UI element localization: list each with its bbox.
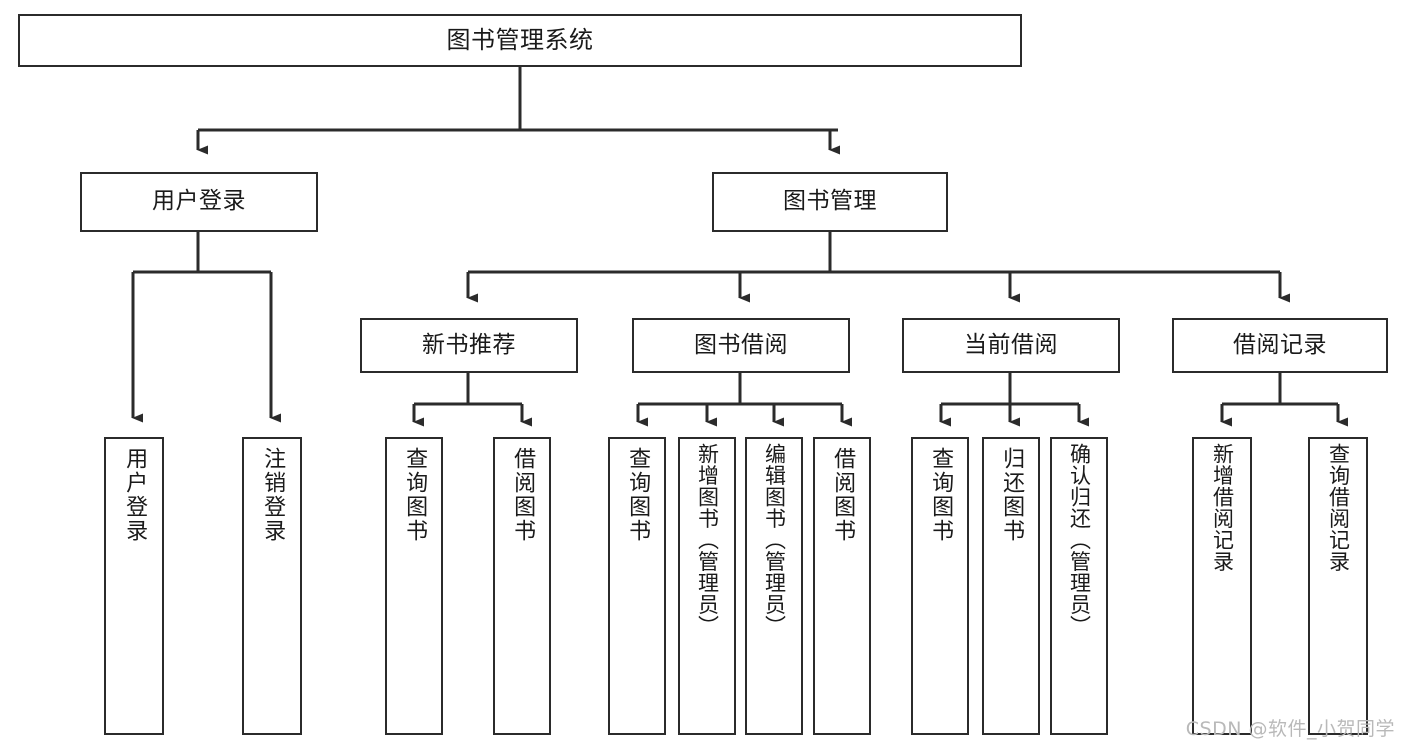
node-book-borrowing[interactable]: 图书借阅 [632, 318, 850, 373]
leaf-confirm-return-admin[interactable]: 确认归还（管理员） [1050, 437, 1108, 735]
leaf-add-borrow-record[interactable]: 新增借阅记录 [1192, 437, 1252, 735]
node-label: 查询图书 [402, 447, 428, 543]
leaf-query-books-current[interactable]: 查询图书 [911, 437, 969, 735]
node-label: 用户登录 [152, 188, 246, 215]
node-label: 新增借阅记录 [1210, 443, 1235, 572]
node-label: 编辑图书（管理员） [762, 443, 787, 637]
node-label: 图书管理 [783, 188, 877, 215]
node-book-management[interactable]: 图书管理 [712, 172, 948, 232]
leaf-return-books[interactable]: 归还图书 [982, 437, 1040, 735]
leaf-edit-book-admin[interactable]: 编辑图书（管理员） [745, 437, 803, 735]
node-root-library-management-system[interactable]: 图书管理系统 [18, 14, 1022, 67]
node-label: 当前借阅 [964, 331, 1058, 358]
node-label: 借阅记录 [1233, 331, 1327, 358]
node-label: 图书管理系统 [446, 26, 594, 55]
node-label: 借阅图书 [830, 447, 856, 543]
node-new-book-recommendation[interactable]: 新书推荐 [360, 318, 578, 373]
leaf-query-books-borrow[interactable]: 查询图书 [608, 437, 666, 735]
node-label: 注销登录 [260, 447, 286, 543]
leaf-add-book-admin[interactable]: 新增图书（管理员） [678, 437, 736, 735]
node-label: 查询图书 [928, 447, 954, 543]
node-label: 图书借阅 [694, 331, 788, 358]
node-current-borrowing[interactable]: 当前借阅 [902, 318, 1120, 373]
node-borrowing-record[interactable]: 借阅记录 [1172, 318, 1388, 373]
node-label: 新增图书（管理员） [695, 443, 720, 637]
csdn-watermark: CSDN @软件_小贺同学 [1185, 718, 1395, 740]
leaf-borrow-books[interactable]: 借阅图书 [813, 437, 871, 735]
leaf-query-borrow-record[interactable]: 查询借阅记录 [1308, 437, 1368, 735]
node-label: 新书推荐 [422, 331, 516, 358]
node-label: 查询借阅记录 [1326, 443, 1351, 572]
node-user-login[interactable]: 用户登录 [80, 172, 318, 232]
node-label: 借阅图书 [510, 447, 536, 543]
leaf-logout[interactable]: 注销登录 [242, 437, 302, 735]
node-label: 查询图书 [625, 447, 651, 543]
leaf-user-login[interactable]: 用户登录 [104, 437, 164, 735]
leaf-borrow-books-new-book[interactable]: 借阅图书 [493, 437, 551, 735]
node-label: 用户登录 [122, 447, 148, 543]
node-label: 归还图书 [999, 447, 1025, 543]
leaf-query-books-new-book[interactable]: 查询图书 [385, 437, 443, 735]
node-label: 确认归还（管理员） [1067, 443, 1092, 637]
